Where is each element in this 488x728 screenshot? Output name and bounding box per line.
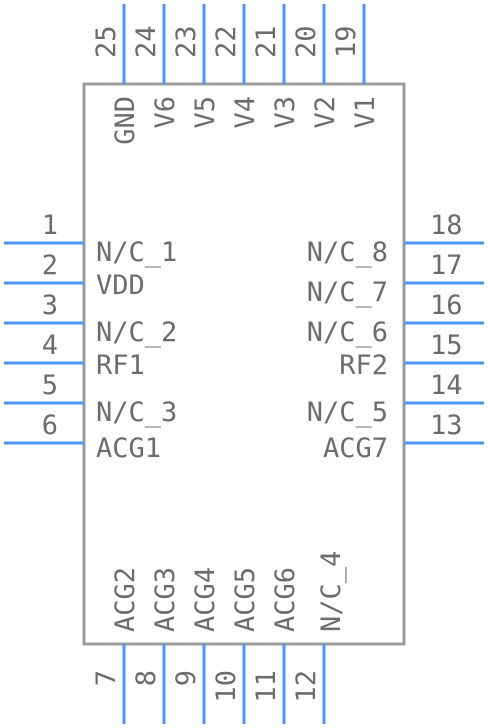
pin-15: 15 RF2: [339, 330, 484, 381]
pin-8-label: ACG3: [150, 567, 181, 632]
pin-13: 13 ACG7: [323, 410, 484, 464]
pin-7-label: ACG2: [110, 567, 141, 632]
pin-10: 10 ACG5: [211, 567, 261, 724]
pin-17: 17 N/C_7: [307, 250, 484, 308]
pin-11: 11 ACG6: [251, 567, 301, 724]
pin-14-number: 14: [430, 370, 463, 401]
pin-3: 3 N/C_2: [4, 290, 177, 348]
pin-19-label: V1: [350, 96, 381, 129]
pin-15-number: 15: [430, 330, 463, 361]
pin-4: 4 RF1: [4, 330, 145, 381]
pin-5-number: 5: [42, 370, 58, 401]
pin-1-label: N/C_1: [96, 237, 177, 268]
pin-3-number: 3: [42, 290, 58, 321]
pin-13-label: ACG7: [323, 433, 388, 464]
pin-21: 21 V3: [251, 4, 301, 129]
pin-5: 5 N/C_3: [4, 370, 177, 428]
pin-9: 9 ACG4: [171, 567, 221, 724]
pin-16-number: 16: [430, 290, 463, 321]
pin-9-number: 9: [171, 670, 202, 686]
pin-2-label: VDD: [96, 270, 145, 301]
pin-12-label: N/C_4: [316, 551, 347, 632]
pin-23-number: 23: [171, 25, 202, 58]
pin-24-label: V6: [150, 96, 181, 129]
left-pins: 1 N/C_1 2 VDD 3 N/C_2 4 RF1 5 N/C_3 6 AC…: [4, 210, 177, 464]
pin-14-label: N/C_5: [307, 397, 388, 428]
pin-11-number: 11: [251, 670, 282, 703]
pin-18-label: N/C_8: [307, 237, 388, 268]
pin-22-number: 22: [211, 25, 242, 58]
pin-19: 19 V1: [331, 4, 381, 129]
pin-4-number: 4: [42, 330, 58, 361]
pin-10-label: ACG5: [230, 567, 261, 632]
pin-18-number: 18: [430, 210, 463, 241]
pin-17-label: N/C_7: [307, 277, 388, 308]
pin-12-number: 12: [291, 670, 322, 703]
pin-16-label: N/C_6: [307, 317, 388, 348]
pin-4-label: RF1: [96, 350, 145, 381]
pin-19-number: 19: [331, 25, 362, 58]
pin-20: 20 V2: [291, 4, 341, 129]
pin-23: 23 V5: [171, 4, 221, 129]
pin-21-number: 21: [251, 25, 282, 58]
pin-10-number: 10: [211, 670, 242, 703]
pin-24: 24 V6: [131, 4, 181, 129]
pin-1-number: 1: [42, 210, 58, 241]
pin-25-number: 25: [91, 25, 122, 58]
pin-22-label: V4: [230, 96, 261, 129]
top-pins: 25 GND 24 V6 23 V5 22 V4 21 V3 20 V2: [91, 4, 381, 145]
pin-8: 8 ACG3: [131, 567, 181, 724]
pin-7-number: 7: [91, 670, 122, 686]
pin-23-label: V5: [190, 96, 221, 129]
pin-24-number: 24: [131, 25, 162, 58]
pin-11-label: ACG6: [270, 567, 301, 632]
pin-20-label: V2: [310, 96, 341, 129]
pin-3-label: N/C_2: [96, 317, 177, 348]
pin-1: 1 N/C_1: [4, 210, 177, 268]
pin-6: 6 ACG1: [4, 410, 161, 464]
pin-21-label: V3: [270, 96, 301, 129]
pin-22: 22 V4: [211, 4, 261, 129]
pin-12: 12 N/C_4: [291, 551, 347, 724]
pin-7: 7 ACG2: [91, 567, 141, 724]
pin-5-label: N/C_3: [96, 397, 177, 428]
pin-8-number: 8: [131, 670, 162, 686]
pin-17-number: 17: [430, 250, 463, 281]
pin-6-label: ACG1: [96, 433, 161, 464]
pin-25: 25 GND: [91, 4, 141, 145]
pin-18: 18 N/C_8: [307, 210, 484, 268]
pin-9-label: ACG4: [190, 567, 221, 632]
pin-6-number: 6: [42, 410, 58, 441]
pin-16: 16 N/C_6: [307, 290, 484, 348]
pin-15-label: RF2: [339, 350, 388, 381]
right-pins: 18 N/C_8 17 N/C_7 16 N/C_6 15 RF2 14 N/C…: [307, 210, 484, 464]
ic-body: [82, 82, 406, 646]
pin-14: 14 N/C_5: [307, 370, 484, 428]
pin-2: 2 VDD: [4, 250, 145, 301]
pin-25-label: GND: [110, 96, 141, 145]
pin-13-number: 13: [430, 410, 463, 441]
pin-2-number: 2: [42, 250, 58, 281]
bottom-pins: 7 ACG2 8 ACG3 9 ACG4 10 ACG5 11 ACG6 12 …: [91, 551, 347, 724]
pin-20-number: 20: [291, 25, 322, 58]
